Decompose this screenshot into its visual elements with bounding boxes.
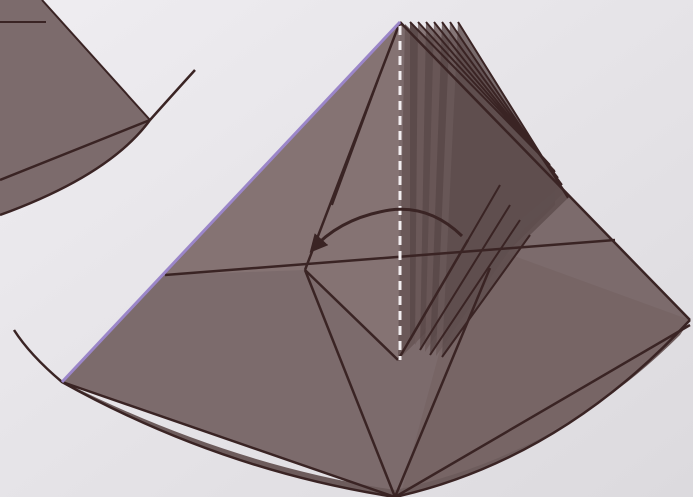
origami-diagram — [0, 0, 693, 497]
diagram-canvas — [0, 0, 693, 497]
